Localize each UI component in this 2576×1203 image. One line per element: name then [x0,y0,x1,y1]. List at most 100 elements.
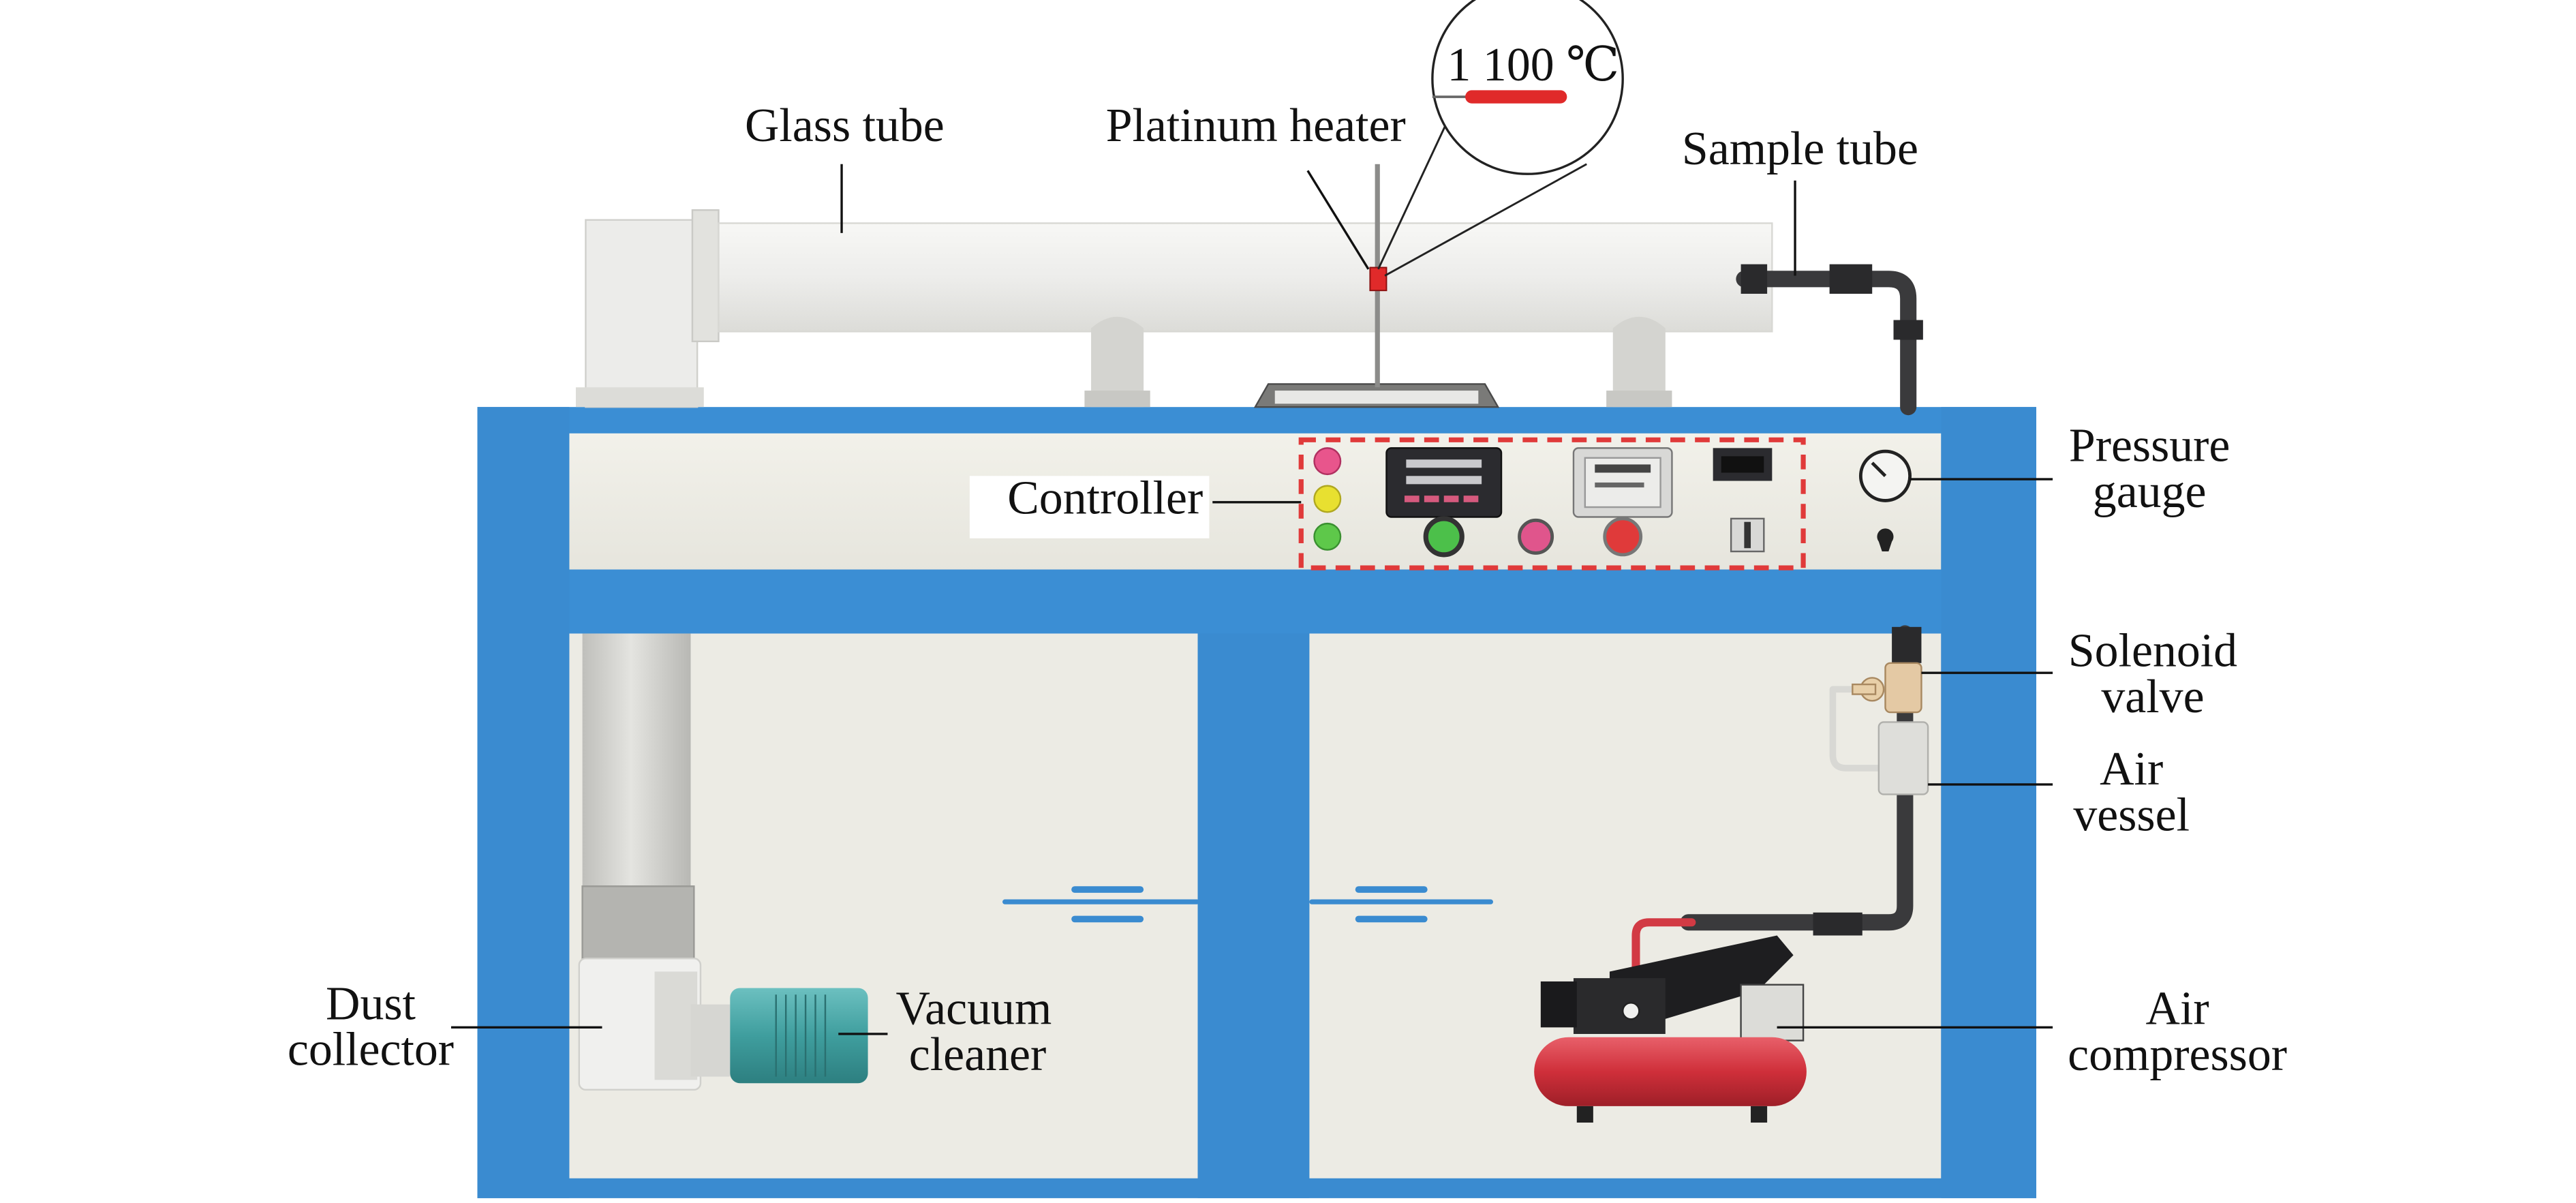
frame-bottom-rail [477,1178,2037,1198]
label-air-compressor-line1: Air [2146,983,2209,1035]
door-handle-right-bar [1309,899,1493,904]
timer-digits [1595,464,1651,473]
solenoid-valve-stem [1852,683,1877,695]
frame-mid-rail [477,569,2037,634]
glass-tube-support-left-base [1084,391,1150,408]
compressor-tank [1534,1037,1807,1106]
glass-tube-elbow [585,219,699,408]
label-vacuum-cleaner-line2: cleaner [909,1029,1047,1081]
indicator-light-green [1313,522,1342,551]
label-pressure-gauge-line2: gauge [2093,466,2207,518]
platinum-heater-element [1369,267,1387,292]
emergency-stop-button[interactable] [1603,517,1643,557]
timer-bar [1595,482,1644,488]
sample-tube-connector-1 [1741,264,1768,294]
air-supply-connector-1 [1892,626,1922,663]
air-compressor [1534,935,1807,1123]
vacuum-cleaner [690,988,868,1084]
glass-tube-support-left [1091,316,1144,408]
label-dust-collector-line2: collector [288,1024,454,1076]
heater-inset: 1 100 ℃ [1377,0,1624,277]
label-vacuum-cleaner-line1: Vacuum [896,983,1052,1035]
dust-collector [578,633,702,1091]
dust-collector-shade [654,971,698,1080]
frame-left-post [477,407,570,1198]
display-key-1 [1404,496,1420,502]
label-air-compressor-line2: compressor [2068,1029,2287,1081]
compressor-motor [1573,978,1666,1034]
glass-tube [718,222,1773,333]
door-handle-right-bottom [1355,915,1428,923]
vacuum-motor [730,988,868,1084]
labels: Glass tube Platinum heater Sample tube C… [288,100,2287,1081]
digital-meter-screen [1721,456,1764,473]
frame-right-post [1941,407,2037,1198]
solenoid-valve-body [1884,662,1922,714]
air-vessel-body [1877,721,1929,795]
display-key-2 [1424,496,1439,502]
label-dust-collector-line1: Dust [326,977,416,1030]
label-air-vessel-line1: Air [2100,743,2163,795]
air-supply-connector-2 [1813,912,1862,936]
solenoid-valve [1852,662,1922,714]
compressor-foot-right [1751,1106,1768,1123]
inset-heater-element [1465,90,1567,104]
dust-duct-band [581,885,695,960]
label-controller: Controller [1007,472,1203,525]
pressure-gauge-valve [1877,528,1894,552]
door-handle-right-top [1355,886,1428,893]
label-solenoid-valve-line1: Solenoid [2068,625,2237,677]
door-handle-left-top [1071,886,1144,893]
leader-lines [450,164,2053,1035]
display-line-2 [1406,476,1482,485]
glass-tube-support-right [1612,316,1666,408]
indicator-light-pink [1313,447,1342,476]
glass-tube-support-right-base [1606,391,1672,408]
inset-connector-2 [1384,163,1587,277]
dust-duct [582,633,691,893]
compressor-foot-left [1576,1106,1593,1123]
inset-circle [1431,0,1624,175]
display-key-3 [1443,496,1459,502]
compressor-pressure-dial [1622,1002,1640,1020]
display-line-1 [1406,459,1482,468]
display-key-4 [1463,496,1479,502]
vacuum-neck [690,1004,731,1077]
compressor-red-hose [1631,918,1696,976]
inset-connector-1 [1377,117,1450,270]
door-handle-left-bottom [1071,915,1144,923]
controller-outline [1298,437,1806,570]
indicator-light-yellow [1313,485,1342,513]
glass-tube-elbow-base [575,387,704,408]
sample-tube [1631,264,1923,976]
frame-center-post [1197,633,1310,1198]
glass-tube-flange [691,209,720,343]
sample-tube-pipe [1736,271,1917,416]
stop-button[interactable] [1518,518,1554,555]
door-handle-left-bar [1002,899,1199,904]
selector-switch-lever [1744,521,1751,549]
heater-stand-base-inner [1274,391,1479,404]
label-glass-tube: Glass tube [745,100,945,152]
inset-temperature: 1 100 ℃ [1447,39,1620,91]
label-platinum-heater: Platinum heater [1106,100,1406,152]
air-supply-pipe [1680,625,1914,931]
start-button[interactable] [1423,516,1465,558]
pressure-gauge-needle [1871,461,1887,477]
sample-tube-connector-2 [1829,264,1873,294]
compressor-switch-box [1540,981,1577,1028]
frame-top-rail [477,407,2037,433]
sample-tube-connector-3 [1893,320,1923,340]
label-air-vessel-line2: vessel [2073,789,2190,841]
vacuum-fins [775,994,827,1077]
leader-platinum-heater [1306,170,1370,270]
controller [1298,437,1912,570]
label-sample-tube: Sample tube [1682,123,1918,175]
bypass-line [1829,686,1892,772]
label-pressure-gauge-line1: Pressure [2069,420,2230,472]
air-vessel [1877,721,1929,795]
label-solenoid-valve-line2: valve [2101,671,2204,723]
label-controller-bg [969,476,1210,538]
